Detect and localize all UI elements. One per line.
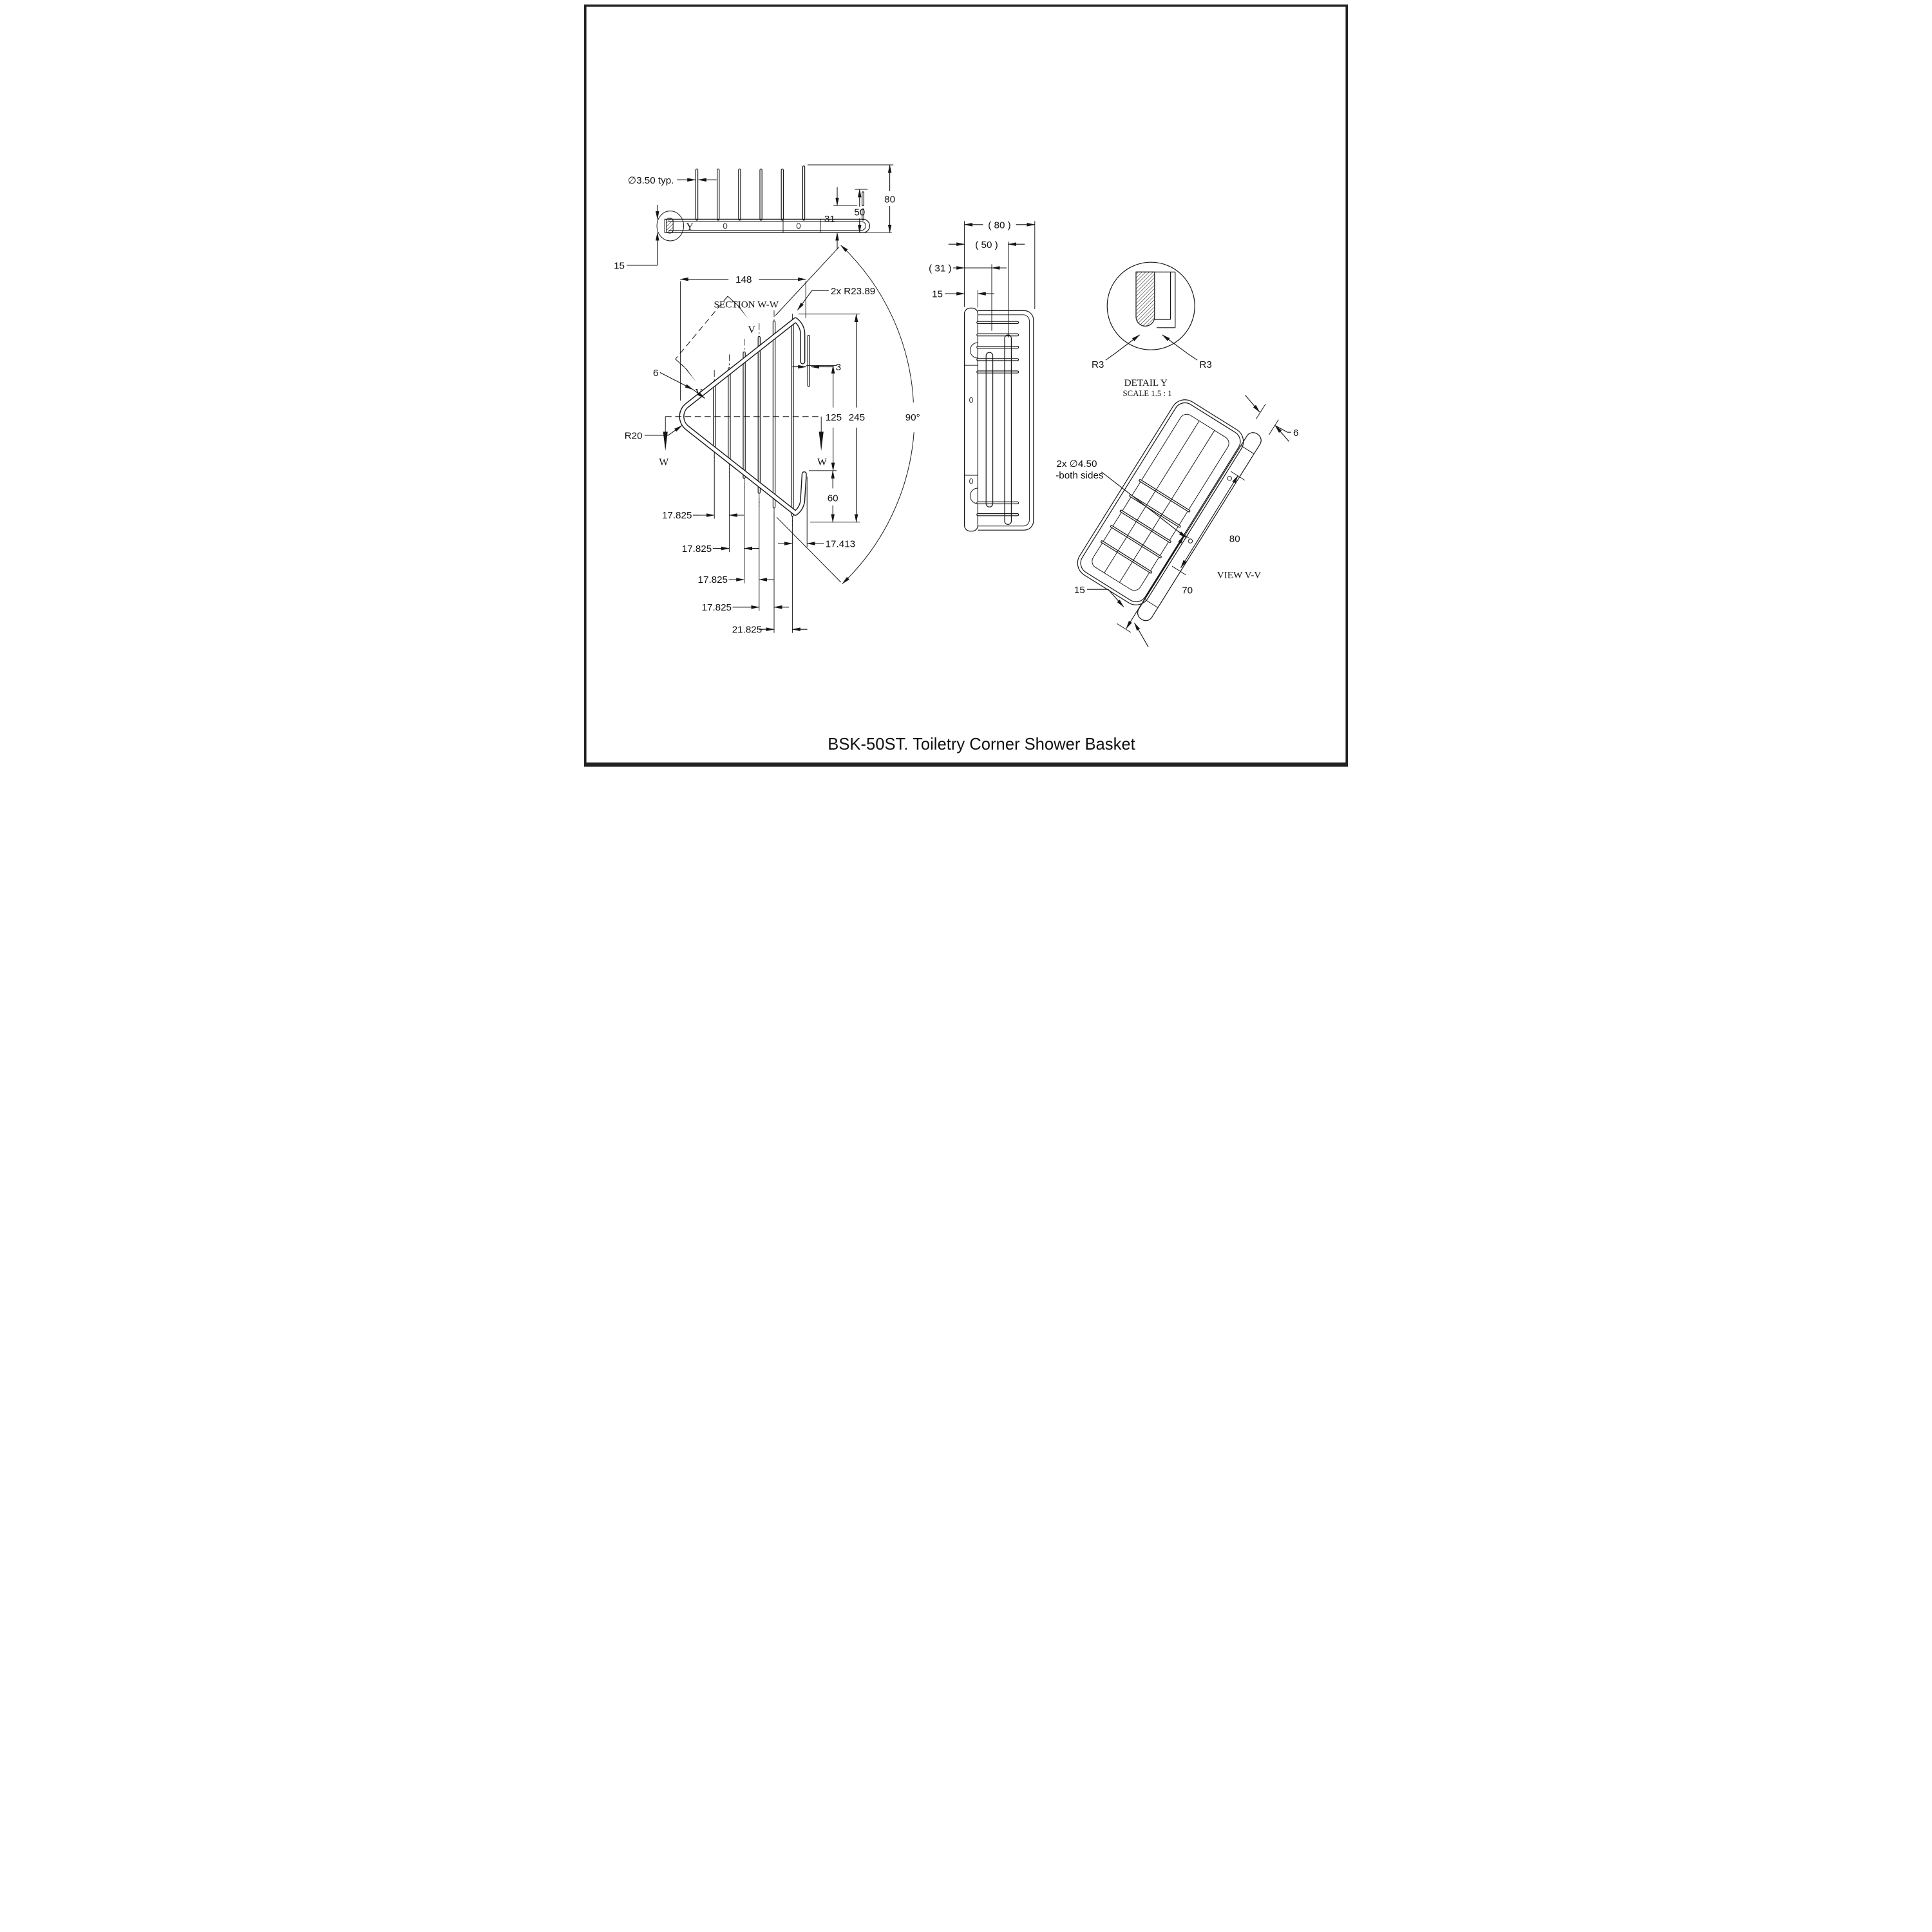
dim-pitch-chain: 17.825 17.825 17.825 17.825 21.825 17.41… — [662, 453, 855, 635]
plan-wires — [713, 310, 794, 528]
dim-60-label: 60 — [828, 493, 838, 504]
dim-side-15: 15 — [932, 289, 994, 308]
dim-r20-label: R20 — [625, 431, 643, 442]
engineering-drawing: Y ∅3.50 typ. 80 50 31 — [580, 0, 1352, 773]
dim-end-gap: 3 — [792, 362, 841, 373]
vv-basket — [1077, 399, 1262, 621]
plan-rim — [679, 317, 810, 516]
dim-ref-50: ( 50 ) — [948, 240, 1025, 337]
vv-80-label: 80 — [1229, 534, 1240, 545]
side-plate — [964, 307, 978, 532]
dim-pitch3-label: 17.825 — [698, 574, 728, 585]
dim-vertex-radius: R20 — [625, 425, 683, 442]
detail-marker-label: Y — [686, 222, 694, 232]
dim-vv-70: 70 — [1117, 529, 1193, 633]
r3-right-label: R3 — [1199, 359, 1211, 370]
dim-pitch2-label: 17.825 — [682, 544, 712, 554]
drawing-page: Y ∅3.50 typ. 80 50 31 — [580, 0, 1352, 773]
section-line-ww: W W — [659, 416, 828, 468]
drawing-title: BSK-50ST. Toiletry Corner Shower Basket — [828, 735, 1135, 753]
dim-60: 60 — [828, 470, 838, 523]
dim-6-label: 6 — [653, 368, 658, 379]
section-wires — [695, 166, 864, 221]
vv-holes-label: 2x ∅4.50 — [1056, 459, 1097, 469]
dim-hook-clearance: 31 — [824, 187, 858, 250]
dim-ref80-label: ( 80 ) — [988, 220, 1010, 231]
vv-15-label: 15 — [1074, 585, 1085, 596]
view-marker-v-top: V — [748, 325, 755, 336]
view-detail-y: R3 R3 DETAIL Y SCALE 1.5 : 1 — [1092, 261, 1212, 398]
section-marker-w-left: W — [659, 457, 669, 468]
vv-70-label: 70 — [1182, 585, 1193, 596]
detail-y-scale: SCALE 1.5 : 1 — [1123, 389, 1172, 398]
r3-left-label: R3 — [1092, 359, 1104, 370]
section-marker-w-right: W — [817, 457, 828, 468]
dim-pitch1-label: 17.825 — [662, 510, 692, 521]
view-marker-v-bottom: V — [695, 387, 703, 398]
dim-245-label: 245 — [849, 412, 865, 423]
view-section-ww: Y ∅3.50 typ. 80 50 31 — [614, 164, 895, 310]
dim-31-label: 31 — [824, 214, 835, 225]
dim-corner-radius: 2x R23.89 — [797, 286, 875, 311]
dim-side15-label: 15 — [932, 289, 943, 300]
page-border — [584, 5, 1348, 767]
dim-hook-height: 50 — [854, 189, 868, 234]
detail-y-fillets: R3 R3 — [1092, 334, 1212, 370]
dim-vv-15: 15 — [1074, 585, 1149, 648]
vv-6-label: 6 — [1293, 428, 1298, 439]
dim-vv-80: 80 — [1171, 471, 1245, 576]
dim-wire-dia: ∅3.50 typ. — [628, 175, 717, 186]
dim-ref-31: ( 31 ) — [929, 263, 1007, 331]
section-rail — [664, 218, 870, 233]
dim-15-label: 15 — [614, 261, 625, 272]
detail-y-callout: Y — [656, 211, 694, 242]
dim-90-label: 90° — [905, 412, 920, 423]
dim-depth-245: 245 — [799, 313, 865, 523]
dim-end-pitch-label: 17.413 — [826, 539, 855, 550]
dim-total-height: 80 — [808, 164, 895, 234]
side-basket — [976, 310, 1034, 531]
dim-80-label: 80 — [884, 194, 895, 205]
view-plan: 148 2x R23.89 3 6 R20 W — [625, 245, 920, 635]
dim-ref50-label: ( 50 ) — [975, 240, 998, 251]
dim-vv-6: 6 — [1245, 395, 1298, 442]
dim-vv-holes: 2x ∅4.50 -both sides — [1056, 459, 1188, 538]
dim-pitch5-label: 21.825 — [732, 624, 762, 635]
dim-125-label: 125 — [826, 412, 842, 423]
dim-tube-dia: 6 — [653, 368, 706, 399]
vv-holes-note-label: -both sides — [1056, 470, 1104, 481]
dim-pitch4-label: 17.825 — [702, 602, 732, 613]
dim-148-label: 148 — [735, 274, 752, 285]
view-vv-caption: VIEW V-V — [1217, 570, 1262, 581]
dim-rail-height: 15 — [614, 205, 659, 272]
dim-ref31-label: ( 31 ) — [929, 263, 951, 274]
section-ww-caption: SECTION W-W — [714, 299, 779, 310]
detail-y-caption: DETAIL Y — [1124, 377, 1168, 388]
dim-width-148: 148 — [679, 274, 806, 401]
dim-50-label: 50 — [854, 207, 865, 218]
dim-ref-80: ( 80 ) — [963, 220, 1036, 309]
dim-depth-125: 125 — [806, 365, 842, 471]
dim-wire-dia-label: ∅3.50 typ. — [628, 175, 674, 186]
detail-y-section — [1135, 271, 1176, 328]
view-side: ( 80 ) ( 50 ) ( 31 ) 15 — [929, 220, 1036, 532]
dim-corner-angle: 90° — [775, 245, 920, 584]
dim-r2389-label: 2x R23.89 — [831, 286, 875, 297]
dim-3-label: 3 — [836, 362, 841, 373]
view-v-v: 2x ∅4.50 -both sides 15 70 80 — [1056, 395, 1298, 648]
